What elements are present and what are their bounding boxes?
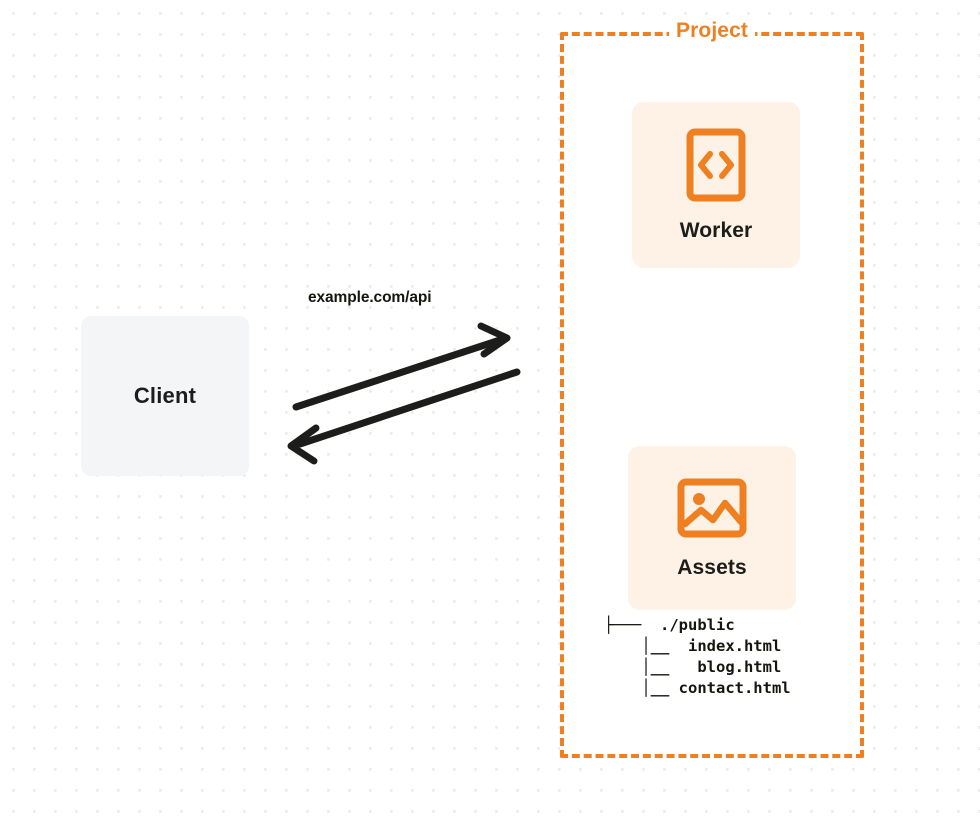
- assets-file-tree: ├─── ./public │__ index.html │__ blog.ht…: [604, 616, 791, 697]
- connection-label: example.com/api: [308, 289, 432, 306]
- assets-card-label: Assets: [677, 555, 747, 579]
- worker-card[interactable]: Worker: [632, 102, 800, 268]
- image-icon: [677, 477, 747, 544]
- worker-card-label: Worker: [679, 218, 753, 242]
- assets-card[interactable]: Assets: [628, 446, 796, 610]
- client-node[interactable]: Client: [81, 316, 249, 476]
- project-container[interactable]: Project Worker Assets ├─── ./public │__ …: [560, 19, 864, 758]
- project-title: Project: [669, 19, 755, 43]
- client-node-label: Client: [133, 383, 197, 408]
- code-brackets-icon: [686, 128, 746, 207]
